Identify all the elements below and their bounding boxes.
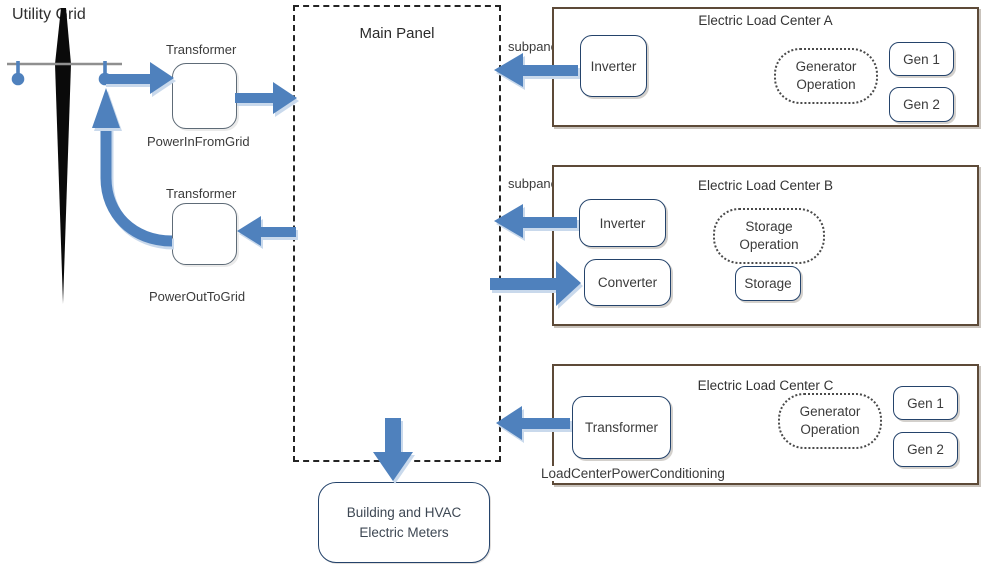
power-out-transformer-box [172,203,237,265]
building-meters-line1: Building and HVAC [346,504,462,520]
arrow-grid-to-powerin [104,62,174,94]
power-in-transformer-box [172,63,237,129]
gen2-c-box: Gen 2 [893,432,958,467]
load-center-a-box: Electric Load Center A Inverter Generato… [552,7,979,127]
storage-b-box: Storage [735,266,801,301]
inverter-a-label: Inverter [590,58,637,74]
inverter-b-box: Inverter [579,199,666,247]
main-panel-title: Main Panel [359,25,435,42]
inverter-b-label: Inverter [599,215,646,231]
insulator-icon-left [11,61,25,86]
generator-operation-a: Generator Operation [774,48,878,104]
subpanel-label-b: subpanel [508,176,561,191]
gen2-a-label: Gen 2 [903,97,940,112]
generator-operation-a-line2: Operation [796,77,856,92]
arrow-powerout-to-grid-head [92,88,120,128]
storage-operation-b: Storage Operation [713,208,825,264]
load-center-b-box: Electric Load Center B Inverter Converte… [552,165,979,326]
generator-operation-c-line1: Generator [799,404,861,420]
arrow-mainpanel-to-powerout [237,216,296,246]
power-out-caption: PowerOutToGrid [149,289,246,304]
transformer-c-label: Transformer [584,420,658,435]
gen1-c-box: Gen 1 [893,386,958,420]
building-meters-box: Building and HVAC Electric Meters [318,482,490,563]
power-in-transformer-title: Transformer [166,42,237,57]
generator-operation-a-line1: Generator [795,59,857,75]
gen2-a-box: Gen 2 [889,87,954,122]
converter-b-box: Converter [584,259,671,306]
storage-operation-b-line1: Storage [745,219,793,235]
gen1-a-box: Gen 1 [889,42,954,76]
generator-operation-c-line2: Operation [800,422,860,437]
subpanel-label-a: subpanel [508,39,561,54]
main-panel-box: Main Panel [293,5,501,462]
load-center-c-title: Electric Load Center C [697,378,834,393]
gen1-a-label: Gen 1 [903,51,940,67]
utility-pole-icon [55,8,71,304]
generator-operation-c: Generator Operation [778,393,882,449]
gen1-c-label: Gen 1 [907,395,944,411]
transformer-c-box: Transformer [572,396,671,459]
building-meters-line2: Electric Meters [359,524,449,540]
power-out-transformer-title: Transformer [166,186,237,201]
inverter-a-box: Inverter [580,35,647,97]
insulator-icon-right [98,61,112,86]
load-center-a-title: Electric Load Center A [698,13,833,28]
utility-grid-label: Utility Grid [12,6,86,23]
arrow-powerin-to-mainpanel [235,82,297,114]
converter-b-label: Converter [597,275,658,290]
load-center-b-title: Electric Load Center B [697,178,834,193]
power-in-caption: PowerInFromGrid [147,134,250,149]
gen2-c-label: Gen 2 [907,442,944,457]
storage-b-label: Storage [744,276,792,291]
load-center-power-conditioning-caption: LoadCenterPowerConditioning [541,466,725,481]
load-center-c-box: Electric Load Center C Transformer Gener… [552,364,979,485]
storage-operation-b-line2: Operation [739,237,799,252]
